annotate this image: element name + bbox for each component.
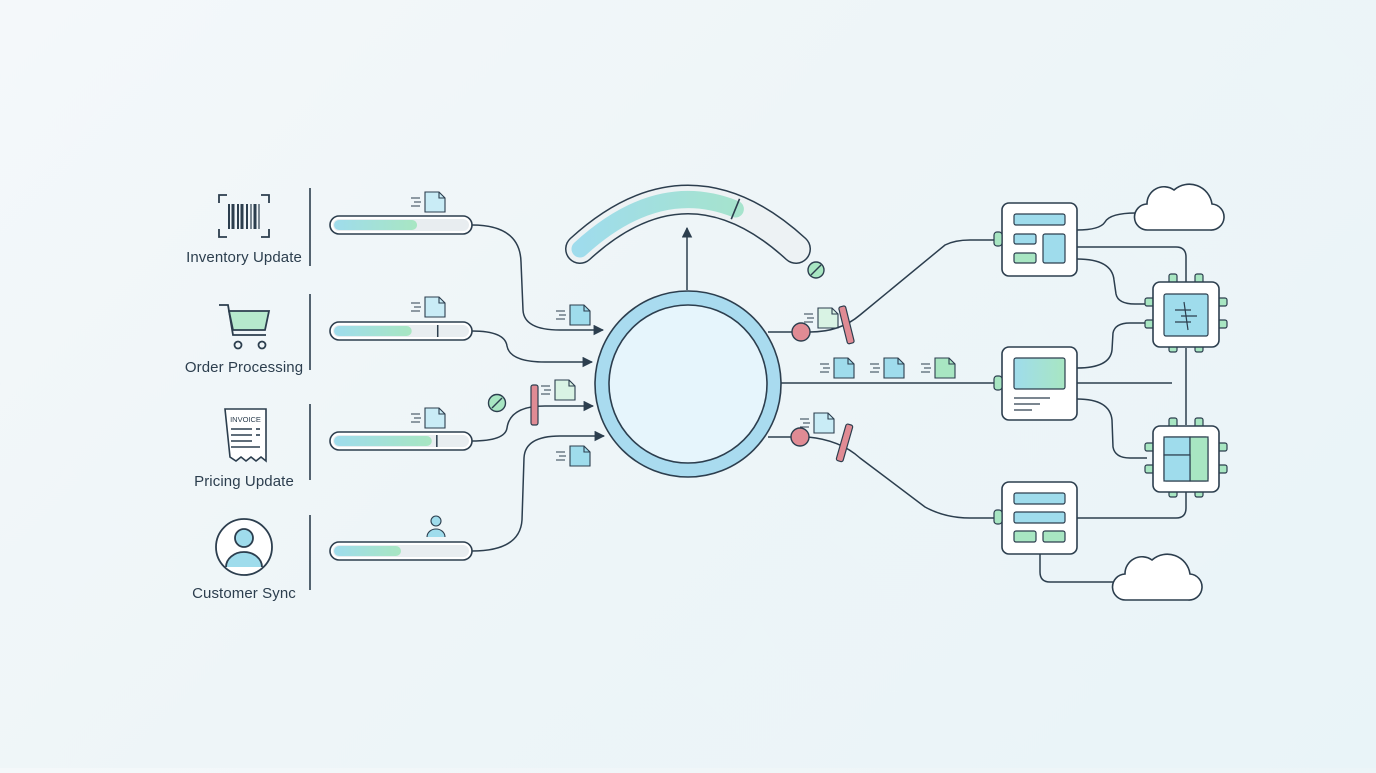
file-icon [411,296,446,318]
panel-list-icon [993,481,1078,555]
file-icon [541,379,576,401]
file-icon [556,445,591,467]
user-avatar-icon [215,518,273,576]
cloud-icon [1111,553,1203,601]
file-icon [870,357,905,379]
blocked-marker [530,384,539,426]
source-label-customer: Customer Sync [192,585,296,602]
progress-bar [329,215,473,235]
progress-bar-fill [334,220,418,230]
source-label-inventory: Inventory Update [186,249,302,266]
source-label-pricing: Pricing Update [194,473,294,490]
file-icon [820,357,855,379]
progress-bar [329,541,473,561]
output-nodes [790,305,855,463]
central-hub [594,290,782,478]
gauge-ok-icon [807,261,825,279]
flying-files [411,191,956,538]
status-ok-icon [487,393,507,413]
progress-bar [329,321,473,341]
file-icon [411,191,446,213]
invoice-icon-text: INVOICE [230,415,261,424]
progress-bar-fill [334,326,412,336]
progress-bar-fill [334,436,432,446]
cloud-icon [1133,183,1225,231]
file-icon [556,304,591,326]
shopping-cart-icon [219,304,271,350]
file-icon [411,407,446,429]
hub-gauge [565,184,811,264]
barcode-icon [218,194,270,238]
panel-display-icon [993,346,1078,421]
source-label-order: Order Processing [184,359,304,376]
chip-processor-icon [1144,273,1228,353]
chip-grid-icon [1144,417,1228,498]
file-icon [804,307,839,329]
panel-service-icon [993,202,1078,277]
progress-bars [329,215,473,561]
invoice-icon: INVOICE [224,408,267,463]
user-small-icon [426,515,446,538]
file-icon [921,357,956,379]
file-icon [800,412,835,434]
network-lines [1039,212,1187,583]
progress-bar [329,431,473,451]
output-connectors [768,239,1172,519]
progress-bar-fill [334,546,401,556]
